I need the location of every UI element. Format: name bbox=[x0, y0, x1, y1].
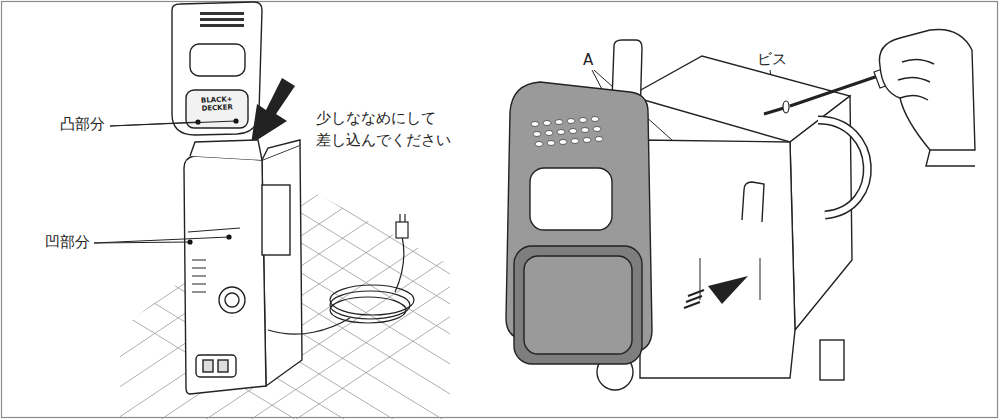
power-cord bbox=[395, 236, 404, 292]
washer-unit bbox=[262, 185, 290, 255]
power-cord bbox=[400, 214, 405, 222]
handle-part bbox=[555, 120, 563, 125]
washer-unit bbox=[192, 260, 206, 292]
brand-logo: BLACK+ DECKER bbox=[189, 96, 246, 114]
handle-part bbox=[200, 18, 244, 21]
handle-part bbox=[583, 138, 591, 143]
hand bbox=[879, 29, 975, 166]
slide-arrow bbox=[684, 276, 748, 308]
handle-part bbox=[535, 142, 543, 147]
washer-unit bbox=[190, 140, 262, 160]
washer-unit bbox=[219, 287, 245, 313]
washer-unit bbox=[188, 228, 240, 232]
unit-body bbox=[820, 340, 844, 380]
handle-part bbox=[190, 44, 245, 76]
handle-part bbox=[200, 12, 244, 15]
leader-lines bbox=[110, 121, 236, 126]
part-label: 凹部分 bbox=[45, 232, 105, 253]
hand bbox=[898, 59, 934, 100]
unit-body bbox=[818, 120, 867, 215]
power-cord bbox=[268, 318, 350, 334]
screwdriver bbox=[790, 76, 878, 106]
handle-part bbox=[571, 139, 579, 144]
washer-unit bbox=[196, 355, 236, 377]
insert-arrow bbox=[251, 78, 295, 144]
screw bbox=[764, 101, 789, 114]
slide-arrow bbox=[684, 290, 704, 308]
handle-part bbox=[200, 24, 244, 27]
handle-part bbox=[579, 118, 587, 123]
unit-body bbox=[742, 182, 764, 222]
handle-part bbox=[200, 12, 244, 27]
hand bbox=[926, 150, 975, 166]
handle-part bbox=[514, 246, 642, 364]
unit-body bbox=[818, 120, 867, 215]
handle-part bbox=[531, 122, 539, 127]
handle-part bbox=[506, 82, 652, 364]
washer-unit bbox=[184, 156, 266, 394]
callout-letter: A bbox=[583, 50, 603, 71]
handle-part bbox=[595, 137, 603, 142]
power-cord bbox=[268, 214, 414, 334]
handle-part bbox=[545, 131, 553, 136]
handle-part bbox=[172, 2, 262, 135]
unit-body bbox=[640, 140, 795, 378]
part-label: 凸部分 bbox=[60, 114, 120, 135]
screw bbox=[764, 108, 784, 114]
instruction-note: 少しななめにして 差し込んでください bbox=[316, 108, 486, 152]
handle-part bbox=[569, 129, 577, 134]
hand bbox=[879, 29, 975, 150]
power-cord bbox=[396, 222, 408, 238]
washer-unit bbox=[184, 140, 302, 394]
screw bbox=[783, 101, 789, 113]
handle-part bbox=[591, 117, 599, 122]
washer-unit bbox=[203, 360, 213, 372]
washer-unit bbox=[262, 140, 300, 160]
part-label: ビス bbox=[757, 49, 797, 70]
washer-unit bbox=[218, 360, 228, 372]
handle-part bbox=[547, 141, 555, 146]
handle-part bbox=[593, 127, 601, 132]
handle-part bbox=[533, 132, 541, 137]
handle-part bbox=[559, 140, 567, 145]
handle-part bbox=[530, 168, 612, 230]
handle-part bbox=[524, 256, 632, 354]
handle-part bbox=[567, 119, 575, 124]
power-cord bbox=[330, 297, 406, 323]
handle-part bbox=[543, 121, 551, 126]
leader-lines bbox=[94, 237, 229, 243]
washer-unit bbox=[262, 145, 302, 386]
washer-unit bbox=[225, 293, 239, 307]
handle-part bbox=[557, 130, 565, 135]
slide-arrow bbox=[708, 276, 748, 304]
handle-part bbox=[531, 117, 603, 147]
handle-part bbox=[581, 128, 589, 133]
handle-part bbox=[172, 2, 262, 135]
